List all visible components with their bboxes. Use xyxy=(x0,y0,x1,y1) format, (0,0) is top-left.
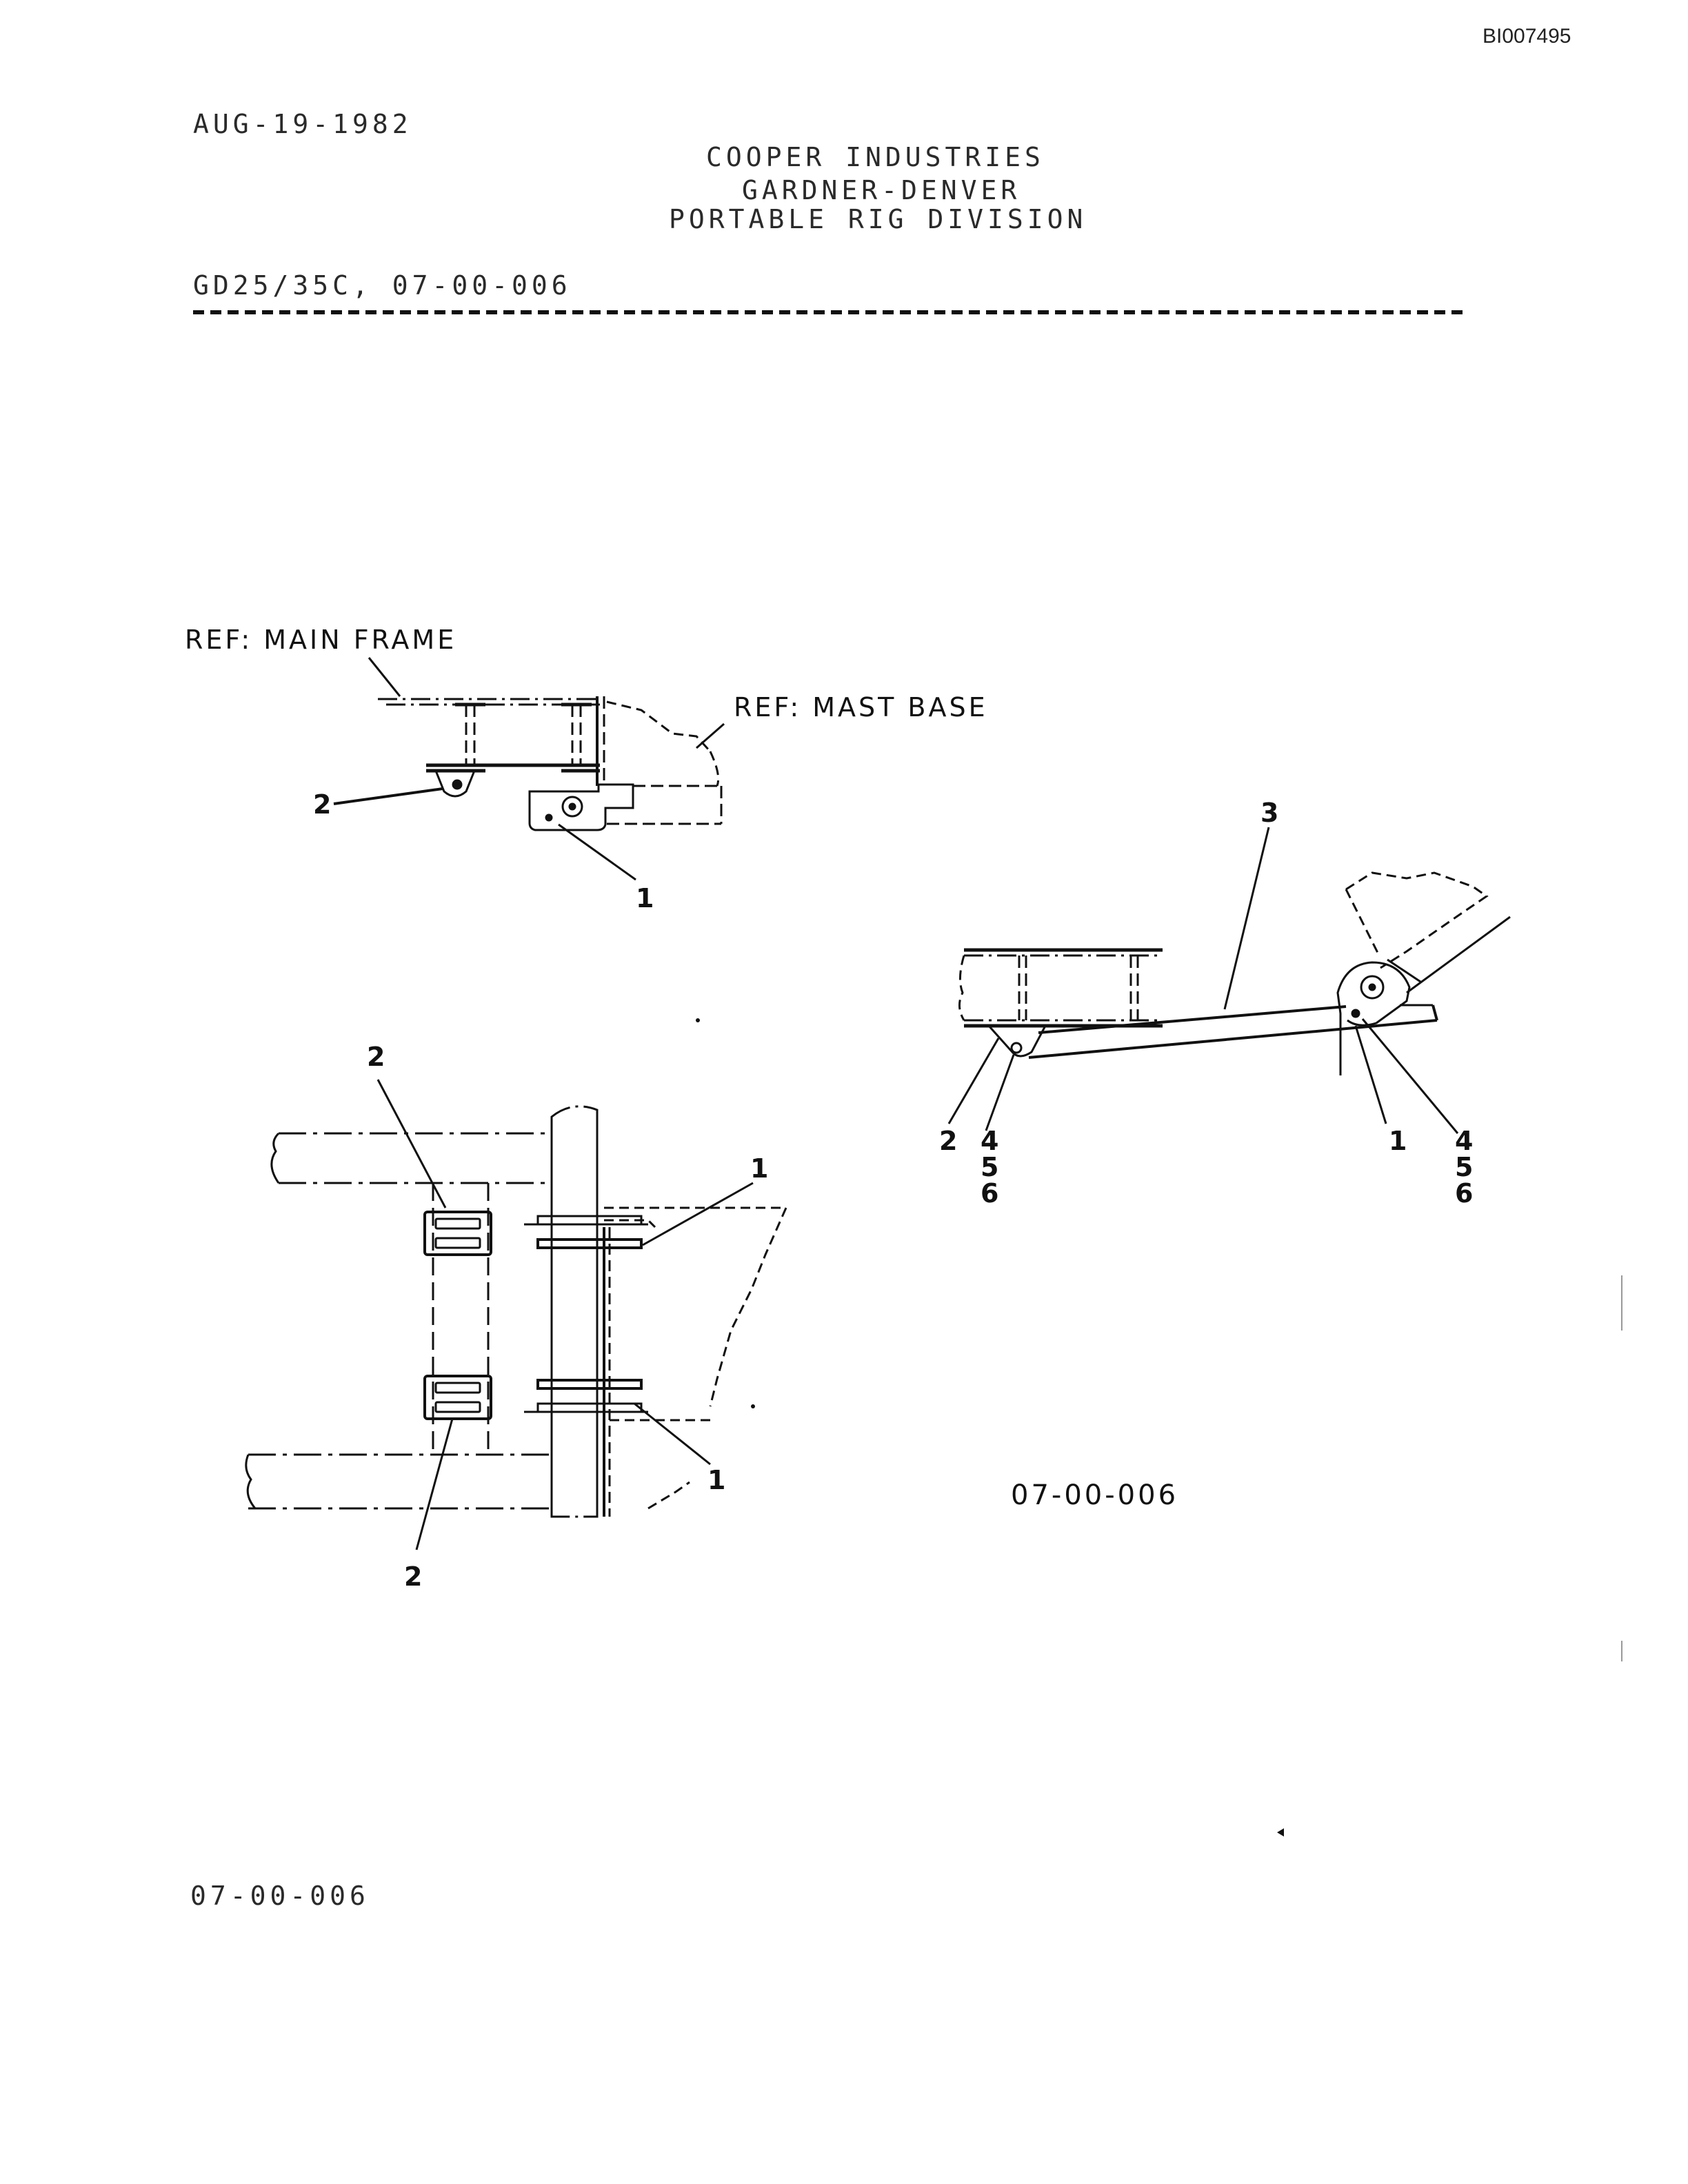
callout-side-right-hw-6: 6 xyxy=(1455,1178,1474,1209)
side-view-assembly xyxy=(949,827,1510,1133)
ref-main-frame-label: REF: MAIN FRAME xyxy=(185,625,457,655)
company-subdivision: PORTABLE RIG DIVISION xyxy=(669,204,1087,234)
callout-side-left-2: 2 xyxy=(939,1126,958,1156)
plan-view-assembly xyxy=(246,1080,786,1550)
callout-plan-top-right-1: 1 xyxy=(750,1153,769,1184)
header-separator xyxy=(193,310,1469,314)
document-date: AUG-19-1982 xyxy=(193,109,412,139)
company-name: COOPER INDUSTRIES xyxy=(706,142,1045,172)
callout-side-left-hw-6: 6 xyxy=(981,1178,999,1209)
ref-mast-base-label: REF: MAST BASE xyxy=(734,692,988,722)
callout-side-right-hw-4: 4 xyxy=(1455,1126,1474,1156)
callout-side-left-hw-5: 5 xyxy=(981,1152,999,1182)
callout-side-left-hw-4: 4 xyxy=(981,1126,999,1156)
callout-top-view-2: 2 xyxy=(313,789,332,820)
callout-plan-bottom-right-1: 1 xyxy=(707,1465,726,1495)
callout-side-strut-3: 3 xyxy=(1260,798,1279,828)
callout-plan-top-left-2: 2 xyxy=(367,1042,385,1072)
top-view-assembly xyxy=(334,658,724,880)
figure-number: 07-00-006 xyxy=(1011,1479,1179,1511)
callout-side-right-1: 1 xyxy=(1389,1126,1407,1156)
model-reference: GD25/35C, 07-00-006 xyxy=(193,270,572,301)
footer-code: 07-00-006 xyxy=(190,1881,370,1911)
callout-top-view-1: 1 xyxy=(636,883,654,913)
company-division: GARDNER-DENVER xyxy=(742,175,1021,205)
callout-plan-bottom-left-2: 2 xyxy=(404,1561,423,1592)
document-id: BI007495 xyxy=(1483,25,1571,48)
callout-side-right-hw-5: 5 xyxy=(1455,1152,1474,1182)
